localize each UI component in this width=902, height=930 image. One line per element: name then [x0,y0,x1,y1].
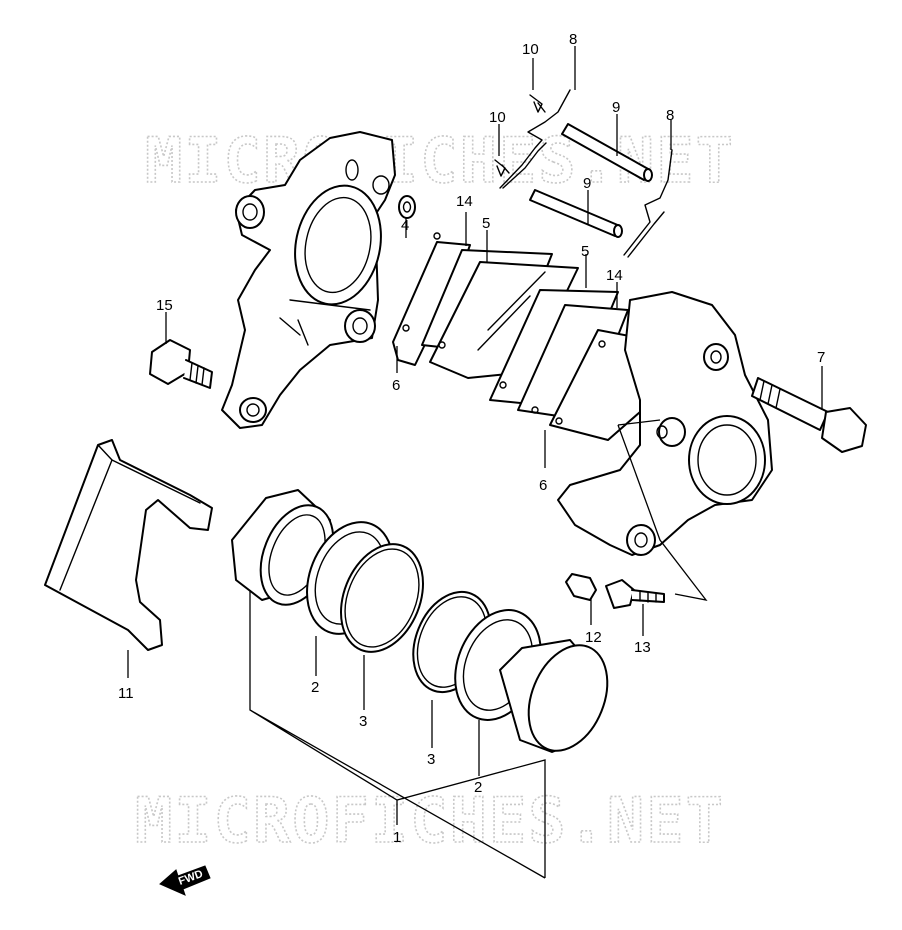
callout-numbers: 10 8 10 9 8 9 4 14 5 5 14 15 6 6 7 12 13… [118,31,825,846]
callout-10: 10 [489,109,506,126]
callout-14: 14 [606,267,623,284]
part-11-pad-spring [44,439,213,651]
callout-14: 14 [456,193,473,210]
piston-right [499,639,609,753]
callout-6: 6 [539,477,547,494]
part-10-clips [494,94,546,177]
callout-9: 9 [583,175,591,192]
callout-2: 2 [311,679,319,696]
part-4-washer [398,195,416,219]
callout-3: 3 [359,713,367,730]
part-15-bolt [149,339,213,389]
part-7-bolt [751,377,867,453]
callout-3: 3 [427,751,435,768]
seal-3-left [339,543,425,653]
part-12-cap [565,573,597,601]
callout-15: 15 [156,297,173,314]
watermark-bottom: MICROFICHES.NET [135,784,725,857]
callout-5: 5 [482,215,490,232]
leader-lines [127,46,823,879]
callout-7: 7 [817,349,825,366]
callout-6: 6 [392,377,400,394]
callout-8: 8 [666,107,674,124]
callout-9: 9 [612,99,620,116]
part-13-valve [605,579,665,609]
callout-10: 10 [522,41,539,58]
watermark-top: MICROFICHES.NET [145,124,735,197]
fwd-arrow: FWD [159,865,211,896]
callout-4: 4 [401,217,409,234]
caliper-bracket [221,131,396,429]
callout-11: 11 [118,685,134,702]
caliper-body [557,291,773,556]
part-8-clips [499,89,673,258]
callout-8: 8 [569,31,577,48]
pad-set-right [489,289,641,441]
callout-2: 2 [474,779,482,796]
callout-1: 1 [393,829,401,846]
part-9-pins [529,123,653,238]
callout-5: 5 [581,243,589,260]
callout-13: 13 [634,639,651,656]
callout-12: 12 [585,629,602,646]
